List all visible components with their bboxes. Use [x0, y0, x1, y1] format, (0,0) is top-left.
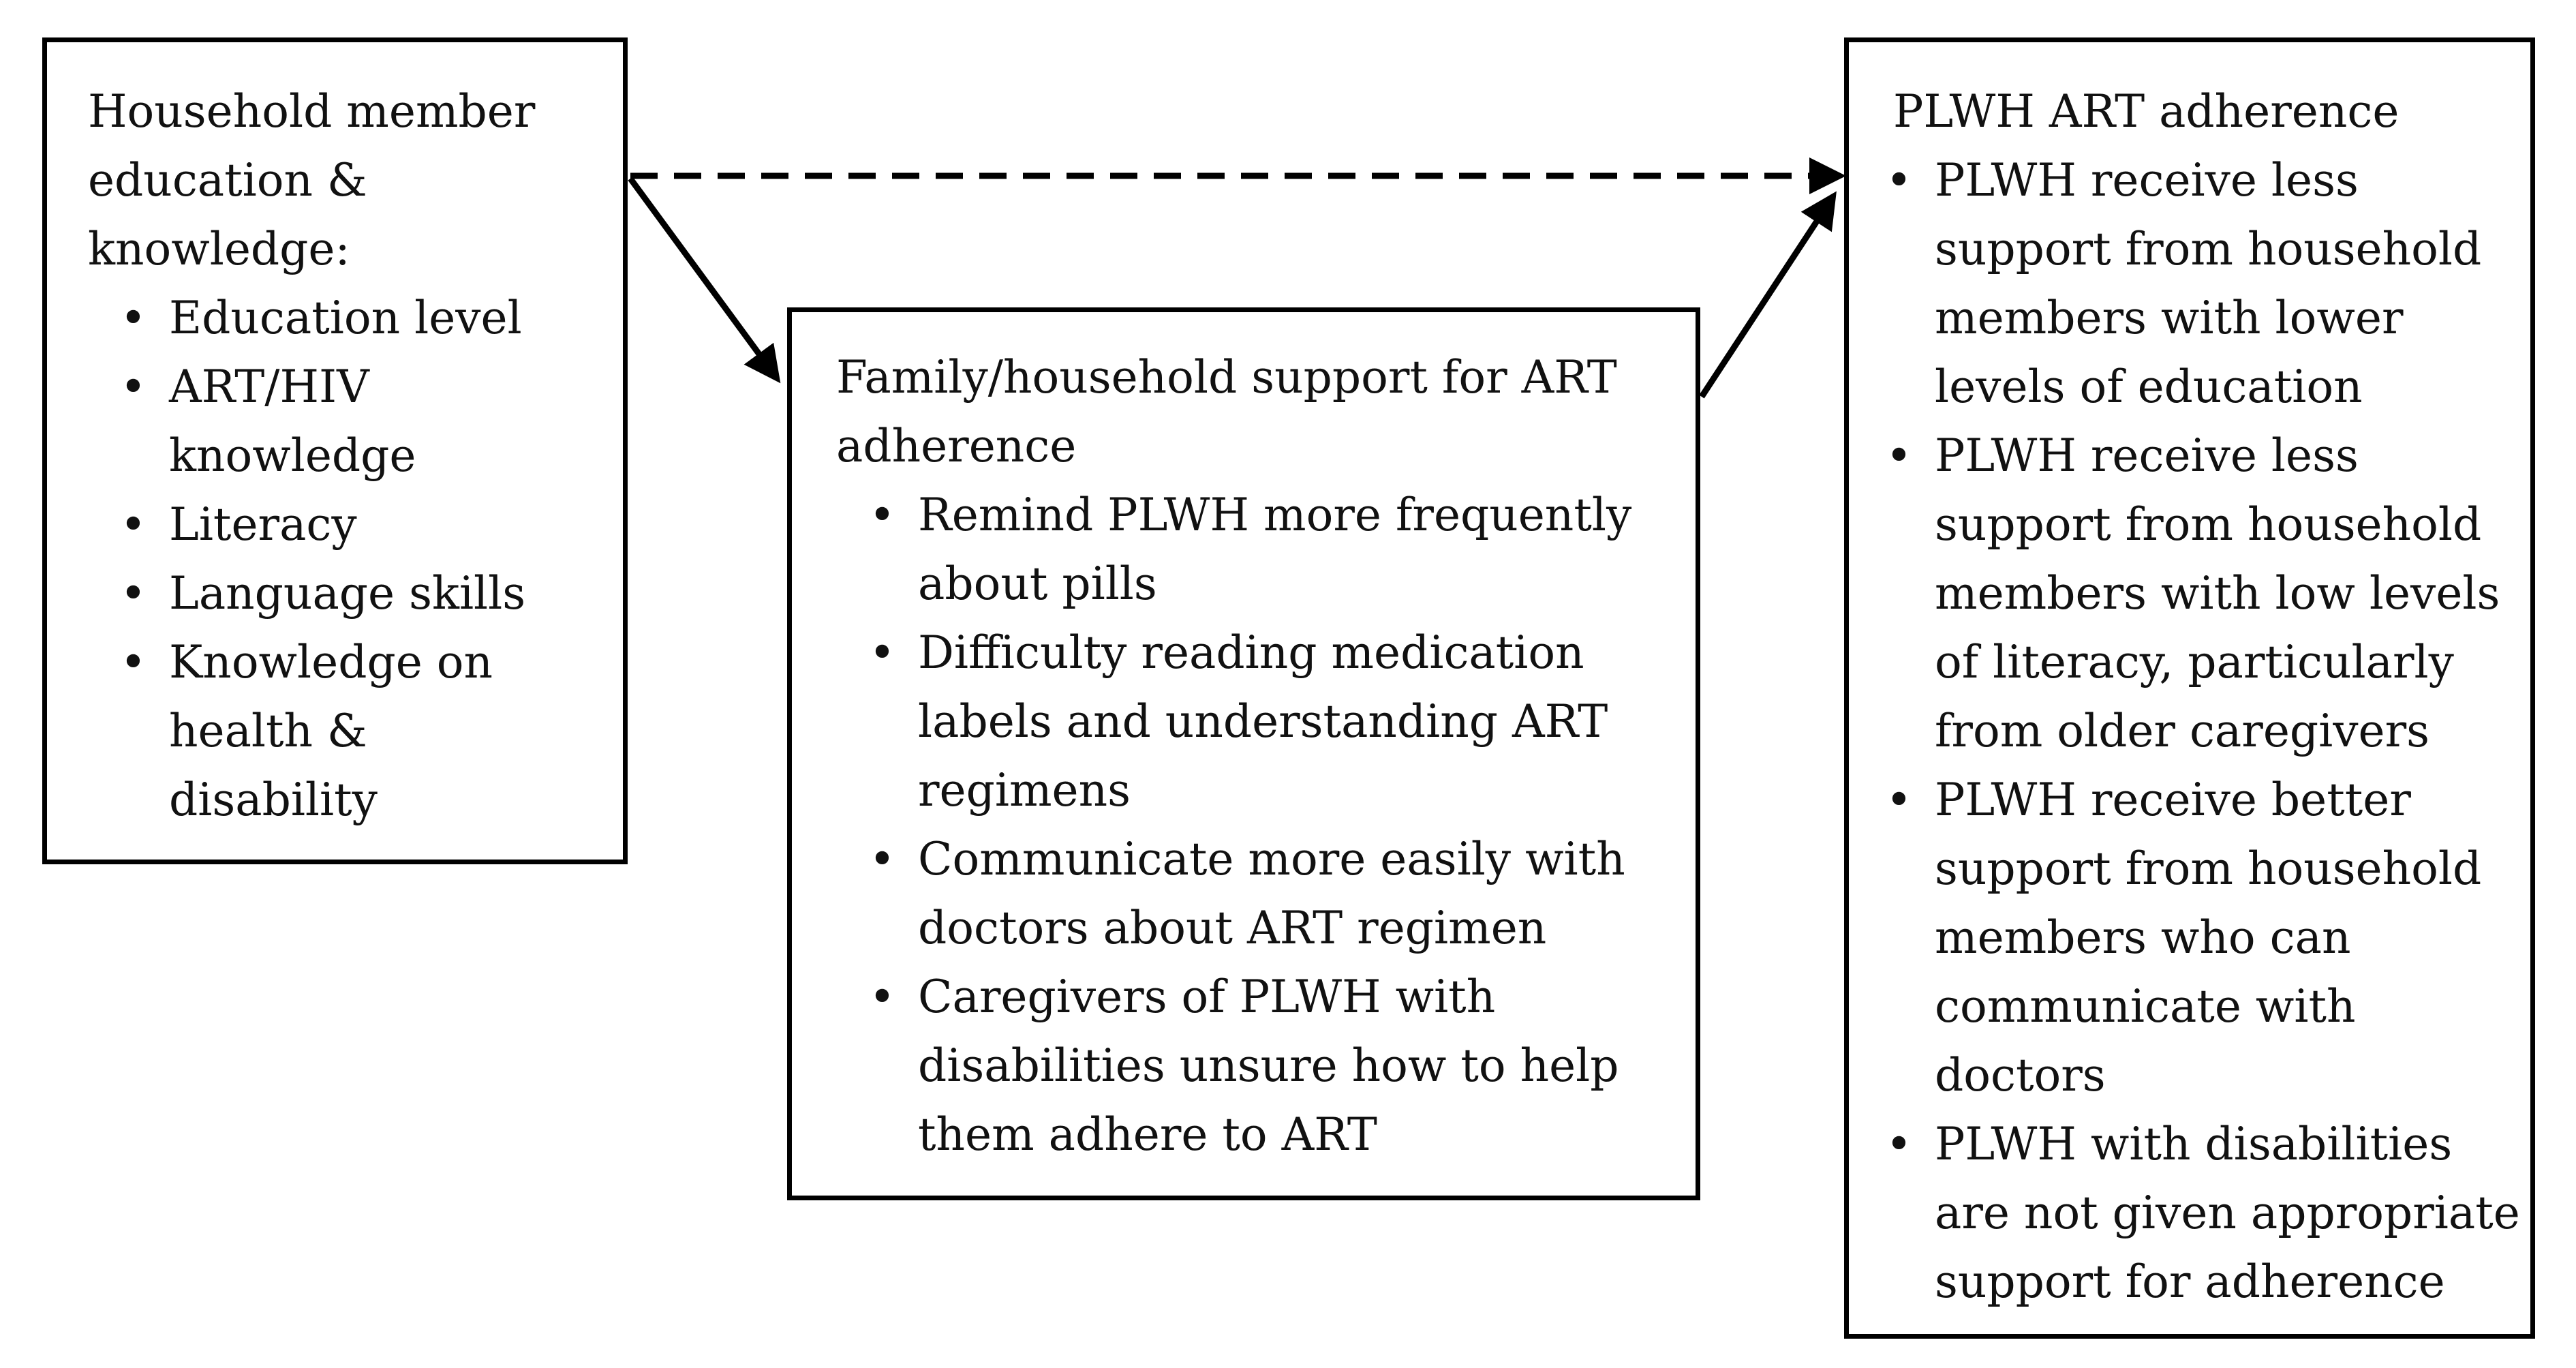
list-item: Remind PLWH more frequently about pills	[869, 481, 1681, 618]
list-item: Literacy	[120, 490, 623, 559]
art-adherence-list: PLWH receive less support from household…	[1886, 146, 2530, 1316]
list-item: PLWH with disabilities are not given app…	[1886, 1110, 2541, 1316]
education-knowledge-box: Household member education & knowledge: …	[42, 37, 628, 864]
education-knowledge-title: Household member education & knowledge:	[88, 85, 536, 275]
list-item: Caregivers of PLWH with disabilities uns…	[869, 962, 1640, 1169]
education-knowledge-list: Education level ART/HIV knowledge Litera…	[88, 284, 623, 834]
list-item: Language skills	[120, 559, 623, 628]
list-item: PLWH receive less support from household…	[1886, 421, 2534, 765]
household-support-list: Remind PLWH more frequently about pills …	[836, 481, 1696, 1169]
list-item: Difficulty reading medication labels and…	[869, 618, 1654, 825]
list-item: Education level	[120, 284, 623, 352]
arrow-left-to-middle	[628, 177, 781, 384]
list-item: Knowledge on health & disability	[120, 628, 523, 834]
list-item: PLWH receive less support from household…	[1886, 146, 2534, 421]
list-item: Communicate more easily with doctors abo…	[869, 825, 1681, 962]
arrow-middle-to-right	[1699, 191, 1837, 399]
list-item: ART/HIV knowledge	[120, 352, 455, 490]
art-adherence-box: PLWH ART adherence PLWH receive less sup…	[1844, 37, 2535, 1339]
household-support-box: Family/household support for ART adheren…	[787, 307, 1700, 1200]
household-support-title: Family/household support for ART adheren…	[836, 351, 1617, 472]
art-adherence-title: PLWH ART adherence	[1893, 85, 2399, 138]
list-item: PLWH receive better support from househo…	[1886, 765, 2534, 1110]
